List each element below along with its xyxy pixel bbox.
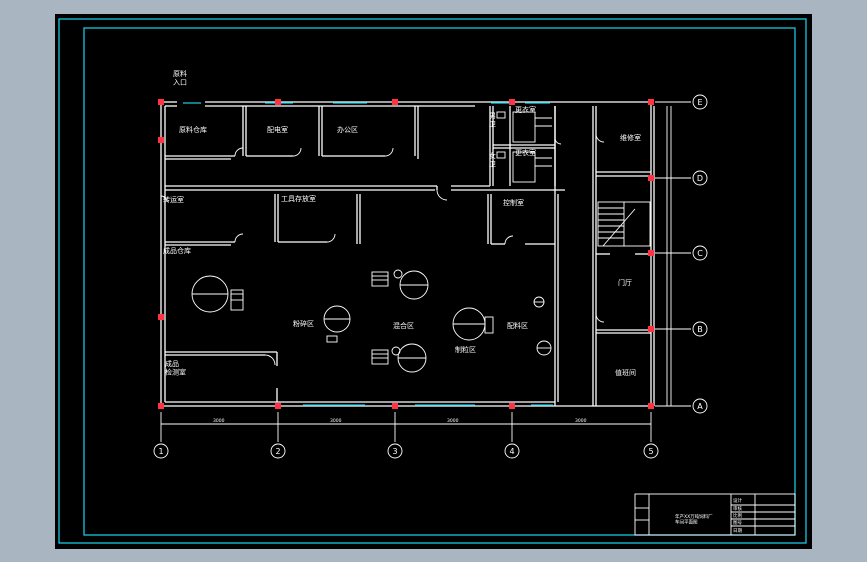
windows	[183, 102, 553, 406]
toilet-fixtures	[496, 111, 552, 183]
walls	[160, 101, 672, 407]
drawing-sheet: 1 2 3 4 5 A B C D E 3000 3000 3000 3000 …	[55, 14, 812, 549]
dimension-4: 3000	[575, 418, 587, 424]
label-finished-test: 成品检测室	[165, 359, 186, 376]
axis-row-d: D	[697, 174, 703, 183]
axis-col-4: 4	[509, 447, 514, 456]
axis-lines	[153, 94, 708, 459]
axis-row-b: B	[697, 325, 703, 334]
label-transport-room: 转运室	[163, 195, 184, 204]
title-label-5: 日期	[733, 528, 742, 534]
title-label-1: 设计	[733, 497, 742, 504]
title-block	[634, 493, 796, 536]
title-project: 年产XX万吨饲料厂车间平面图	[675, 513, 713, 525]
label-office: 办公区	[337, 125, 358, 134]
axis-row-c: C	[697, 249, 703, 258]
label-repair-room: 维修室	[620, 133, 641, 142]
inner-border	[83, 27, 796, 536]
label-mixing-area: 混合区	[393, 321, 414, 330]
label-finished-storage: 成品仓库	[163, 246, 191, 255]
title-label-2: 审核	[733, 505, 742, 512]
axis-col-3: 3	[392, 447, 397, 456]
title-label-3: 比例	[733, 512, 742, 519]
label-raw-storage: 原料仓库	[179, 125, 207, 134]
label-tool-room: 工具存放室	[281, 194, 316, 203]
label-duty-room: 值班间	[615, 368, 636, 377]
doors	[160, 133, 605, 366]
title-label-4: 图号	[733, 520, 742, 526]
axis-row-a: A	[697, 402, 703, 411]
label-raw-entrance: 原料入口	[173, 69, 187, 86]
outer-border	[58, 18, 807, 544]
axis-col-1: 1	[158, 447, 163, 456]
label-women-toilet: 女卫	[489, 151, 496, 168]
label-lobby: 门厅	[618, 278, 632, 287]
staircase	[597, 201, 651, 247]
equipment	[191, 269, 552, 373]
floor-plan: 1 2 3 4 5 A B C D E 3000 3000 3000 3000 …	[58, 18, 807, 544]
axis-col-5: 5	[648, 447, 653, 456]
label-changing-1: 更衣室	[515, 105, 536, 114]
label-men-toilet: 男卫	[489, 112, 496, 128]
label-granulation-area: 制粒区	[455, 345, 476, 354]
dimension-3: 3000	[447, 418, 459, 424]
dimension-2: 3000	[330, 418, 342, 424]
label-power-room: 配电室	[267, 125, 288, 134]
axis-row-e: E	[697, 98, 702, 107]
label-crushing-area: 粉碎区	[293, 319, 314, 328]
label-control-room: 控制室	[503, 198, 524, 207]
axis-col-2: 2	[275, 447, 280, 456]
dimension-1: 3000	[213, 418, 225, 424]
label-changing-2: 更衣室	[515, 148, 536, 157]
column-pins	[158, 99, 654, 409]
label-ingredient-area: 配料区	[507, 321, 528, 330]
